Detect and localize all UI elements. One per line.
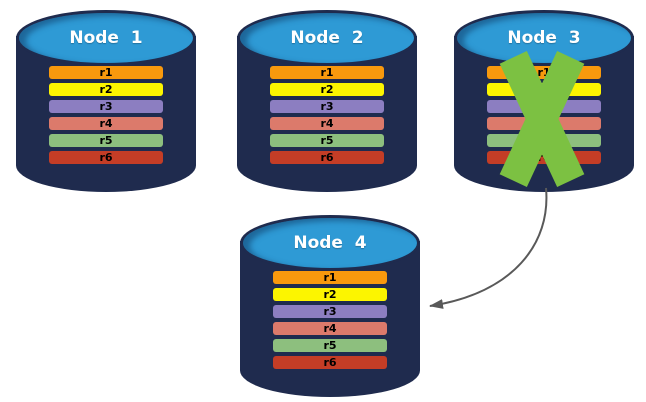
node-4: Node 4 r1 r2 r3 r4 r5 r6 [240, 213, 420, 397]
replica-row-r6: r6 [273, 356, 387, 369]
replica-row-r2: r2 [49, 83, 163, 96]
replica-row-r4: r4 [49, 117, 163, 130]
node-2-replica-list: r1 r2 r3 r4 r5 r6 [270, 66, 384, 168]
node-1-replica-list: r1 r2 r3 r4 r5 r6 [49, 66, 163, 168]
replica-row-r4: r4 [270, 117, 384, 130]
replica-row-r5: r5 [270, 134, 384, 147]
replica-row-r3: r3 [49, 100, 163, 113]
node-3-replica-list: r1 r2 r3 r4 r5 r6 [487, 66, 601, 168]
node-2: Node 2 r1 r2 r3 r4 r5 r6 [237, 8, 417, 192]
node-4-label: Node 4 [293, 233, 367, 253]
replica-row-r5: r5 [487, 134, 601, 147]
replica-row-r2: r2 [487, 83, 601, 96]
replica-row-r1: r1 [270, 66, 384, 79]
node-1: Node 1 r1 r2 r3 r4 r5 r6 [16, 8, 196, 192]
replica-row-r1: r1 [487, 66, 601, 79]
replica-row-r5: r5 [49, 134, 163, 147]
replica-row-r6: r6 [49, 151, 163, 164]
replica-row-r6: r6 [487, 151, 601, 164]
replica-row-r3: r3 [487, 100, 601, 113]
replica-row-r5: r5 [273, 339, 387, 352]
replica-row-r2: r2 [270, 83, 384, 96]
replica-row-r6: r6 [270, 151, 384, 164]
node-1-cylinder-top: Node 1 [16, 10, 196, 66]
replica-row-r3: r3 [273, 305, 387, 318]
node-3: Node 3 r1 r2 r3 r4 r5 r6 [454, 8, 634, 192]
node-4-replica-list: r1 r2 r3 r4 r5 r6 [273, 271, 387, 373]
replica-row-r2: r2 [273, 288, 387, 301]
node-3-label: Node 3 [507, 28, 581, 48]
replica-row-r1: r1 [49, 66, 163, 79]
node-3-cylinder-top: Node 3 [454, 10, 634, 66]
failover-arrow-path [429, 187, 548, 309]
replica-row-r4: r4 [487, 117, 601, 130]
replica-row-r3: r3 [270, 100, 384, 113]
node-1-label: Node 1 [69, 28, 143, 48]
replica-row-r4: r4 [273, 322, 387, 335]
node-4-cylinder-top: Node 4 [240, 215, 420, 271]
node-2-label: Node 2 [290, 28, 364, 48]
replica-row-r1: r1 [273, 271, 387, 284]
node-2-cylinder-top: Node 2 [237, 10, 417, 66]
